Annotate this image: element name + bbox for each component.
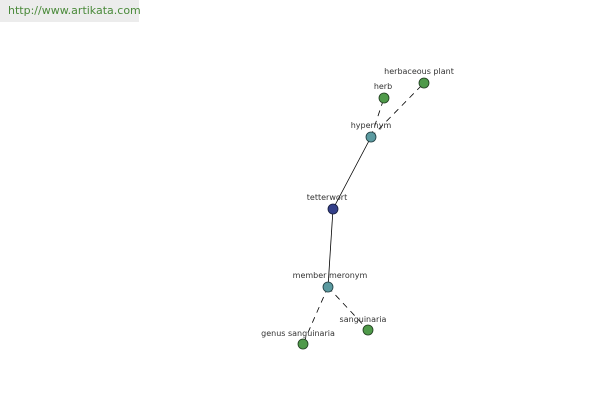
node-label: herb <box>374 82 392 91</box>
edge-member-meronym-sanguinaria <box>327 286 369 331</box>
node-herbaceous-plant[interactable]: herbaceous plant <box>384 67 454 89</box>
node-member-meronym[interactable]: member meronym <box>293 271 368 293</box>
node-herb[interactable]: herb <box>374 82 392 104</box>
node-genus-sanguinaria[interactable]: genus sanguinaria <box>261 329 335 350</box>
url-text[interactable]: http://www.artikata.com <box>8 4 141 17</box>
node-label: herbaceous plant <box>384 67 454 76</box>
node-hypernym[interactable]: hypernym <box>351 121 392 143</box>
edge-hypernym-herb <box>370 97 385 138</box>
nodes: herbaceous plant herb hypernym tetterwor… <box>261 67 454 350</box>
node-marker[interactable] <box>418 77 430 89</box>
edge-tetterwort-hypernym <box>332 136 372 210</box>
node-label: genus sanguinaria <box>261 329 335 338</box>
node-marker[interactable] <box>297 338 309 350</box>
edges <box>302 82 425 345</box>
edge-hypernym-herbaceous-plant <box>370 82 425 138</box>
node-marker[interactable] <box>327 203 339 215</box>
node-marker[interactable] <box>362 324 374 336</box>
node-label: member meronym <box>293 271 368 280</box>
url-bar[interactable]: http://www.artikata.com <box>0 0 141 22</box>
node-marker[interactable] <box>365 131 377 143</box>
node-label: hypernym <box>351 121 392 130</box>
node-sanguinaria[interactable]: sanguinaria <box>340 315 387 336</box>
node-marker[interactable] <box>378 92 390 104</box>
edge-tetterwort-member-meronym <box>327 208 334 288</box>
node-tetterwort[interactable]: tetterwort <box>307 193 347 215</box>
node-label: tetterwort <box>307 193 347 202</box>
node-marker[interactable] <box>322 281 334 293</box>
node-label: sanguinaria <box>340 315 387 324</box>
